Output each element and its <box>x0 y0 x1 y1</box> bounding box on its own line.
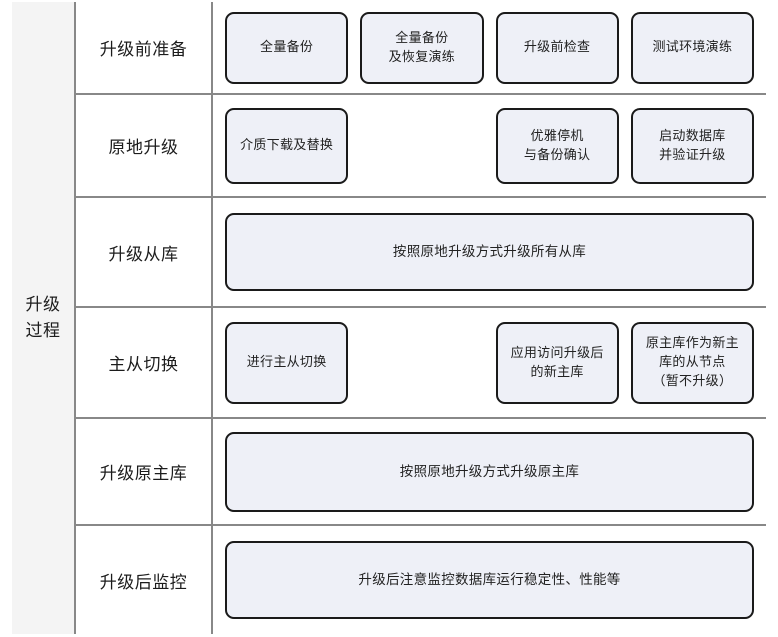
stage-cards-cell-master: 按照原地升级方式升级原主库 <box>213 419 766 524</box>
task-card[interactable]: 进行主从切换 <box>225 321 349 404</box>
stage-cards-cell-switch: 进行主从切换 应用访问升级后 的新主库 原主库作为新主 库的从节点 （暂不升级） <box>213 308 766 417</box>
task-card[interactable]: 原主库作为新主 库的从节点 （暂不升级） <box>630 321 754 404</box>
cards-track-slave: 按照原地升级方式升级所有从库 <box>225 213 754 291</box>
stage-row-switch: 主从切换 进行主从切换 应用访问升级后 的新主库 原主库作为新主 库的从节点 （… <box>76 308 766 419</box>
stage-cards-cell-prep: 全量备份 全量备份 及恢复演练 升级前检查 测试环境演练 <box>213 2 766 93</box>
stage-cards-cell-monitor: 升级后注意监控数据库运行稳定性、性能等 <box>213 526 766 634</box>
task-card[interactable]: 优雅停机 与备份确认 <box>495 107 619 184</box>
task-card[interactable]: 按照原地升级方式升级原主库 <box>225 431 754 512</box>
task-card[interactable]: 应用访问升级后 的新主库 <box>495 321 619 404</box>
cards-track-inplace: 介质下载及替换 优雅停机 与备份确认 启动数据库 并验证升级 <box>225 107 754 184</box>
cards-track-prep: 全量备份 全量备份 及恢复演练 升级前检查 测试环境演练 <box>225 11 754 84</box>
stage-cards-cell-inplace: 介质下载及替换 优雅停机 与备份确认 启动数据库 并验证升级 <box>213 95 766 196</box>
stage-label-inplace: 原地升级 <box>108 138 179 157</box>
spine-label: 升级 过程 <box>25 294 61 340</box>
task-card[interactable]: 按照原地升级方式升级所有从库 <box>225 213 754 291</box>
task-card[interactable]: 介质下载及替换 <box>225 107 349 184</box>
task-card[interactable]: 全量备份 <box>225 11 349 84</box>
cards-track-master: 按照原地升级方式升级原主库 <box>225 431 754 512</box>
cards-track-monitor: 升级后注意监控数据库运行稳定性、性能等 <box>225 541 754 619</box>
cards-track-switch: 进行主从切换 应用访问升级后 的新主库 原主库作为新主 库的从节点 （暂不升级） <box>225 321 754 404</box>
stage-label-prep: 升级前准备 <box>99 40 188 59</box>
stage-row-inplace: 原地升级 介质下载及替换 优雅停机 与备份确认 启动数据库 并验证升级 <box>76 95 766 198</box>
stage-name-cell-switch: 主从切换 <box>76 308 213 417</box>
stage-label-master: 升级原主库 <box>99 464 188 483</box>
stage-row-monitor: 升级后监控 升级后注意监控数据库运行稳定性、性能等 <box>76 526 766 634</box>
task-card[interactable]: 启动数据库 并验证升级 <box>630 107 754 184</box>
stage-row-master: 升级原主库 按照原地升级方式升级原主库 <box>76 419 766 526</box>
task-card[interactable]: 升级前检查 <box>495 11 619 84</box>
stage-grid: 升级前准备 全量备份 全量备份 及恢复演练 升级前检查 测试环境演练 原地升级 … <box>76 2 766 634</box>
task-card[interactable]: 测试环境演练 <box>630 11 754 84</box>
stage-name-cell-monitor: 升级后监控 <box>76 526 213 634</box>
stage-name-cell-slave: 升级从库 <box>76 198 213 306</box>
stage-name-cell-inplace: 原地升级 <box>76 95 213 196</box>
stage-label-monitor: 升级后监控 <box>99 572 188 592</box>
stage-label-slave: 升级从库 <box>108 244 179 264</box>
spine-column: 升级 过程 <box>12 2 76 634</box>
stage-cards-cell-slave: 按照原地升级方式升级所有从库 <box>213 198 766 306</box>
task-card[interactable]: 升级后注意监控数据库运行稳定性、性能等 <box>225 541 754 619</box>
stage-name-cell-prep: 升级前准备 <box>76 2 213 93</box>
task-card[interactable]: 全量备份 及恢复演练 <box>360 11 484 84</box>
stage-name-cell-master: 升级原主库 <box>76 419 213 524</box>
stage-row-prep: 升级前准备 全量备份 全量备份 及恢复演练 升级前检查 测试环境演练 <box>76 2 766 95</box>
stage-label-switch: 主从切换 <box>108 355 179 374</box>
stage-row-slave: 升级从库 按照原地升级方式升级所有从库 <box>76 198 766 308</box>
